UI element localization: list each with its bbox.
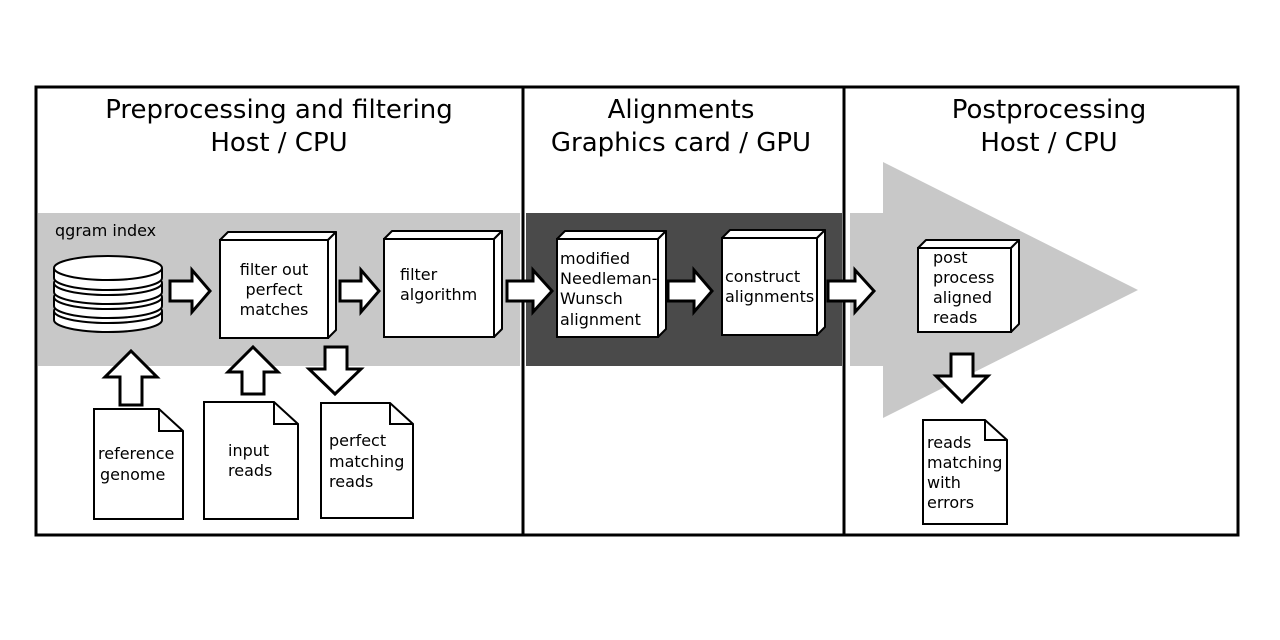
arrow-down-icon [932, 352, 992, 405]
section-3-title-line1: Postprocessing [952, 95, 1147, 125]
database-icon [53, 255, 163, 333]
arrow-right-icon [505, 266, 555, 316]
construct-label-1: construct [725, 267, 800, 286]
filter-algorithm-label-2: algorithm [400, 285, 477, 304]
filter-algorithm-node: filter algorithm [383, 230, 503, 338]
arrow-right-icon [168, 265, 212, 317]
arrow-up-icon [224, 344, 282, 396]
filter-out-node: filter out perfect matches [219, 231, 337, 339]
panel-postprocessing [842, 85, 1240, 537]
section-2-title-line1: Alignments [608, 95, 755, 125]
post-process-node: post process aligned reads [917, 239, 1020, 333]
arrow-up-icon [101, 348, 161, 407]
perfect-matching-label-2: matching [329, 452, 404, 471]
perfect-matching-label-3: reads [329, 472, 373, 491]
arrow-right-icon [826, 266, 877, 316]
arrow-right-icon [338, 265, 381, 317]
input-reads-label-1: input [228, 441, 269, 460]
filter-out-label-2: perfect [245, 280, 302, 299]
reference-genome-document: reference genome [93, 408, 184, 520]
reads-errors-label-4: errors [927, 493, 974, 512]
construct-alignments-node: construct alignments [721, 229, 826, 336]
qgram-index-label: qgram index [55, 221, 156, 240]
needleman-label-1: modified [560, 249, 630, 268]
perfect-matching-label-1: perfect [329, 431, 386, 450]
section-1-title-line1: Preprocessing and filtering [105, 95, 453, 125]
post-process-label-1: post [933, 248, 968, 267]
input-reads-document: input reads [203, 401, 299, 520]
needleman-label-2: Needleman- [560, 269, 657, 288]
reference-genome-label-2: genome [100, 465, 165, 484]
reads-errors-label-2: matching [927, 453, 1002, 472]
reference-genome-label-1: reference [98, 444, 174, 463]
filter-out-label-1: filter out [240, 260, 309, 279]
reads-errors-label-3: with [927, 473, 961, 492]
filter-out-label-3: matches [240, 300, 309, 319]
post-process-label-4: reads [933, 308, 977, 327]
filter-algorithm-label-1: filter [400, 265, 438, 284]
input-reads-label-2: reads [228, 461, 272, 480]
reads-errors-label-1: reads [927, 433, 971, 452]
arrow-down-icon [305, 345, 365, 397]
needleman-wunsch-node: modified Needleman- Wunsch alignment [556, 230, 667, 338]
post-process-label-2: process [933, 268, 994, 287]
section-1-title-line2: Host / CPU [210, 128, 347, 158]
needleman-label-4: alignment [560, 310, 641, 329]
needleman-label-3: Wunsch [560, 289, 623, 308]
arrow-right-icon [666, 265, 714, 317]
perfect-matching-reads-document: perfect matching reads [320, 402, 414, 519]
reads-with-errors-document: reads matching with errors [922, 419, 1008, 525]
construct-label-2: alignments [725, 287, 814, 306]
section-2-title-line2: Graphics card / GPU [551, 128, 811, 158]
post-process-label-3: aligned [933, 288, 992, 307]
section-3-title-line2: Host / CPU [980, 128, 1117, 158]
